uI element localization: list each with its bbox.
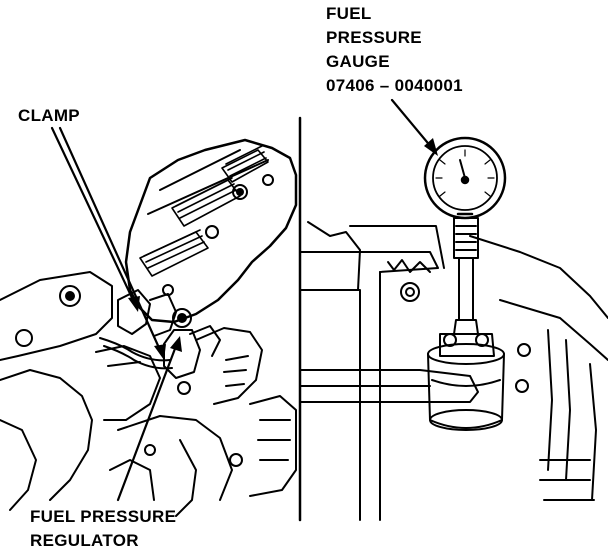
gauge-part-number: 07406 – 0040001 xyxy=(326,76,463,95)
right-regulator xyxy=(427,319,505,431)
intake-manifold xyxy=(124,138,298,324)
callout-leaders xyxy=(50,98,438,502)
regulator-callout-label: FUEL PRESSURE REGULATOR xyxy=(30,505,176,553)
regulator-label-line1: FUEL PRESSURE xyxy=(30,507,177,526)
pressure-gauge xyxy=(423,136,507,220)
gauge-label-line1: FUEL xyxy=(326,4,372,23)
clamp-callout-label: CLAMP xyxy=(18,106,80,125)
gauge-label-line3: GAUGE xyxy=(326,52,390,71)
regulator-label-line2: REGULATOR xyxy=(30,531,139,550)
gauge-callout-label: FUEL PRESSURE GAUGE 07406 – 0040001 xyxy=(326,2,463,98)
right-engine-body xyxy=(299,221,608,521)
gauge-label-line2: PRESSURE xyxy=(326,28,422,47)
engine-block xyxy=(0,271,297,517)
regulator-assembly xyxy=(99,289,221,379)
gauge-hose xyxy=(453,217,479,321)
